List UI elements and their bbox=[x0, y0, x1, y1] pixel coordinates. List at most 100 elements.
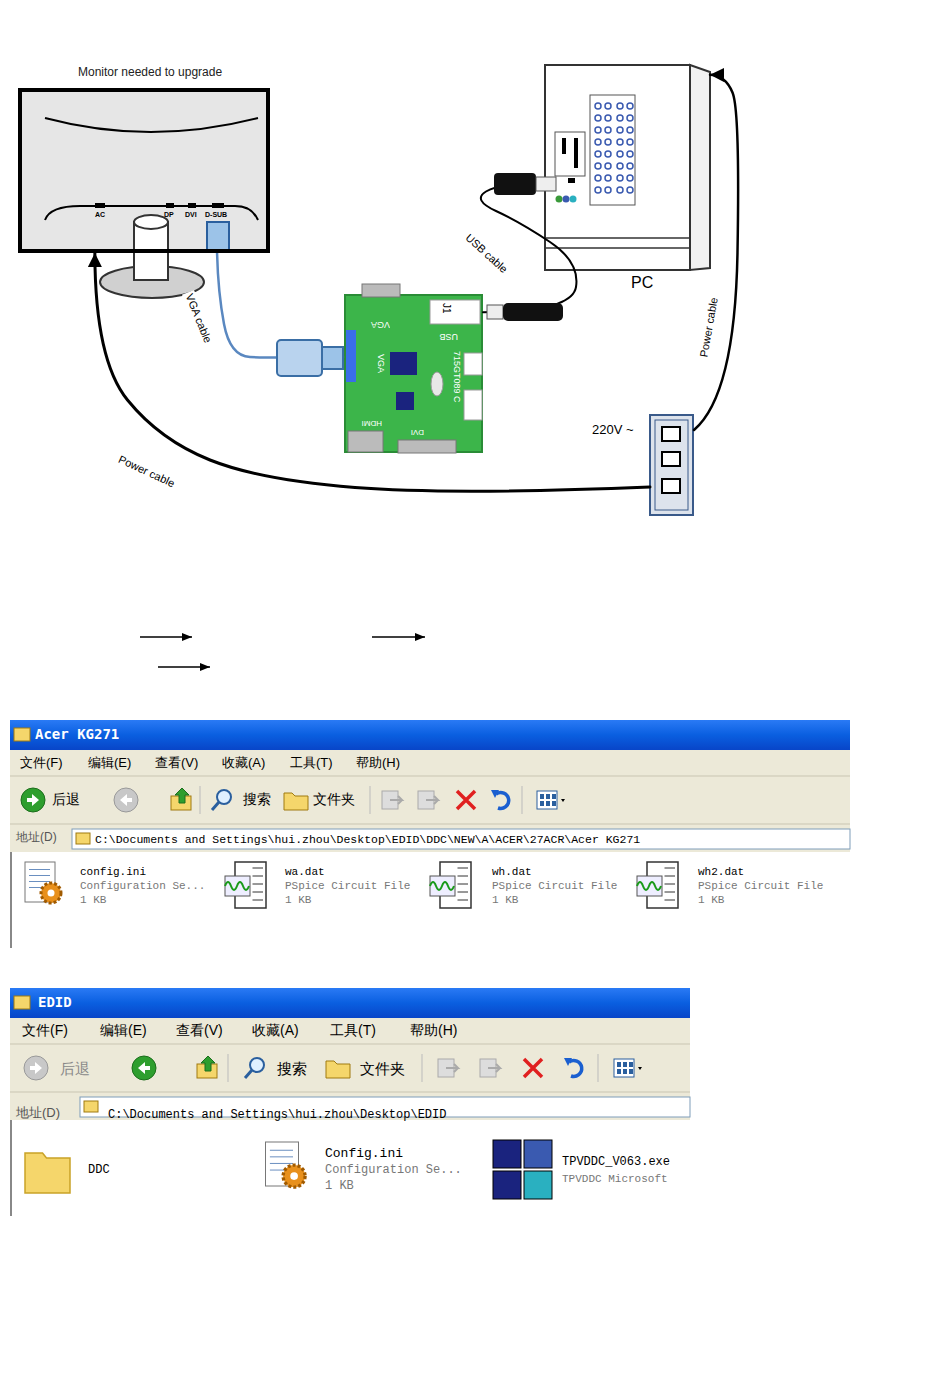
audio-jack bbox=[556, 196, 563, 203]
view-icon bbox=[617, 1062, 621, 1067]
pc-hole bbox=[595, 103, 601, 109]
view-icon bbox=[537, 791, 557, 809]
folder-icon bbox=[14, 996, 30, 1009]
label: C:\Documents and Settings\hui.zhou\Deskt… bbox=[95, 833, 640, 846]
label: 帮助(H) bbox=[410, 1022, 457, 1038]
label: VGA bbox=[371, 320, 390, 330]
dat-icon bbox=[253, 868, 264, 869]
delete-icon bbox=[457, 791, 475, 809]
label: DP bbox=[164, 211, 174, 219]
label: D-SUB bbox=[205, 211, 227, 219]
pc-hole bbox=[627, 163, 633, 169]
outlet bbox=[662, 452, 680, 466]
label: 地址(D) bbox=[16, 1106, 60, 1121]
dat-icon bbox=[458, 884, 469, 885]
monitor-back bbox=[20, 90, 268, 251]
dat-wave bbox=[430, 882, 454, 890]
label: C:\Documents and Settings\hui.zhou\Deskt… bbox=[108, 1109, 446, 1123]
content bbox=[10, 852, 850, 948]
separator bbox=[370, 786, 371, 814]
dat-icon bbox=[253, 876, 264, 877]
label: 1 KB bbox=[325, 1180, 354, 1194]
up-arrow bbox=[175, 788, 189, 803]
separator bbox=[228, 1054, 229, 1082]
node-text: PC bbox=[631, 274, 653, 292]
gear bbox=[290, 1172, 298, 1180]
pc-holes bbox=[595, 103, 633, 193]
cable-label: Power cable bbox=[697, 294, 721, 360]
usb-plug bbox=[487, 305, 503, 319]
pc-hole bbox=[617, 163, 623, 169]
dat-wave bbox=[637, 882, 661, 890]
label: J1 bbox=[441, 303, 453, 314]
toolbar-area bbox=[10, 750, 850, 852]
label: 文件夹 bbox=[360, 1060, 405, 1077]
label: wh.dat bbox=[492, 866, 532, 879]
label: PSpice Circuit File bbox=[492, 880, 617, 893]
separator bbox=[422, 1054, 423, 1082]
view-icon bbox=[540, 794, 544, 799]
label: 工具(T) bbox=[330, 1022, 376, 1038]
node-text: EDID bbox=[38, 994, 72, 1010]
ini-icon bbox=[270, 1150, 293, 1151]
dvi-connector bbox=[398, 440, 456, 453]
label: VGA bbox=[376, 354, 386, 373]
vga-connector bbox=[346, 330, 356, 382]
crystal bbox=[431, 372, 443, 396]
dat-icon bbox=[637, 876, 662, 896]
outlet bbox=[662, 479, 680, 493]
pc-hole bbox=[595, 163, 601, 169]
cable bbox=[694, 75, 738, 430]
usb-plug bbox=[536, 177, 556, 191]
pc-hole bbox=[627, 127, 633, 133]
cable-label: Power cable bbox=[115, 452, 179, 491]
view-icon bbox=[623, 1062, 627, 1067]
nav-arrow bbox=[30, 1062, 42, 1074]
label: USB bbox=[439, 332, 458, 342]
label: wh2.dat bbox=[698, 866, 744, 879]
pc-line bbox=[545, 237, 690, 239]
vga-plug bbox=[322, 347, 343, 369]
ini-icon bbox=[270, 1156, 293, 1157]
disabled-icon bbox=[446, 1064, 458, 1072]
pc-hole bbox=[617, 175, 623, 181]
label: 后退 bbox=[60, 1060, 90, 1077]
label: 文件夹 bbox=[313, 791, 355, 807]
pc-hole bbox=[595, 187, 601, 193]
label: 编辑(E) bbox=[100, 1022, 147, 1038]
cable-label: USB cable bbox=[462, 230, 512, 277]
view-icon bbox=[629, 1062, 633, 1067]
node-text: 220V ~ bbox=[592, 423, 634, 438]
search-icon bbox=[217, 790, 231, 804]
view-icon bbox=[629, 1069, 633, 1074]
label: PSpice Circuit File bbox=[285, 880, 410, 893]
label: AC bbox=[95, 211, 105, 219]
label: 查看(V) bbox=[155, 756, 198, 771]
search-icon bbox=[212, 802, 219, 810]
chip bbox=[390, 352, 417, 375]
frame bbox=[10, 852, 12, 948]
step-arrow bbox=[372, 636, 425, 638]
pc-hole bbox=[627, 151, 633, 157]
view-icon bbox=[546, 794, 550, 799]
label: Config.ini bbox=[325, 1147, 403, 1162]
dat-icon bbox=[253, 900, 264, 901]
separator bbox=[10, 776, 850, 777]
label: 编辑(E) bbox=[88, 756, 131, 771]
separator bbox=[200, 786, 201, 814]
label: 1 KB bbox=[698, 894, 724, 907]
label: TPVDDC Microsoft bbox=[562, 1173, 668, 1186]
undo-icon bbox=[564, 1058, 572, 1066]
pc-hole bbox=[627, 175, 633, 181]
ini-icon bbox=[29, 875, 50, 876]
vga-plug bbox=[277, 340, 322, 376]
label: DVI bbox=[185, 211, 197, 219]
pc-hole bbox=[617, 127, 623, 133]
audio-jack bbox=[570, 196, 577, 203]
pc-tower: PC bbox=[543, 60, 710, 272]
port bbox=[464, 390, 482, 420]
cable bbox=[95, 253, 650, 491]
pc-hole bbox=[595, 139, 601, 145]
step-arrow bbox=[140, 636, 192, 638]
dat-icon bbox=[665, 892, 676, 893]
